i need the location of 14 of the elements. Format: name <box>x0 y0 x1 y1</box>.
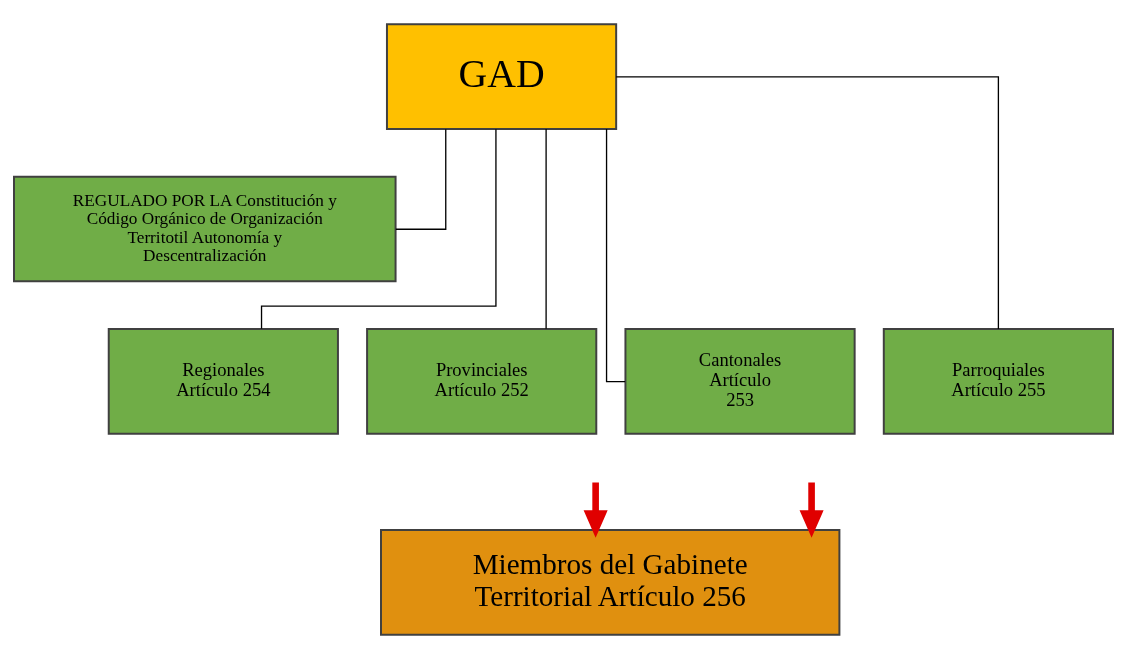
arrow <box>583 482 608 538</box>
connector <box>260 128 497 330</box>
arrow <box>799 482 824 538</box>
connector <box>545 128 547 330</box>
connector <box>615 76 1000 330</box>
node-box: Provinciales Artículo 252 <box>366 328 598 435</box>
node-box: REGULADO POR LA Constitución y Código Orgánico de Organización Territotil Autonomía y Descentralización <box>13 175 397 283</box>
node-box: Miembros del Gabinete Territorial Artículo 256 <box>380 529 841 636</box>
node-box: Cantonales Artículo 253 <box>624 328 856 435</box>
node-box: GAD <box>385 23 618 130</box>
connector <box>395 128 447 230</box>
node-box: Regionales Artículo 254 <box>107 328 339 435</box>
node-box: Parroquiales Artículo 255 <box>882 328 1114 435</box>
connector <box>605 128 626 383</box>
